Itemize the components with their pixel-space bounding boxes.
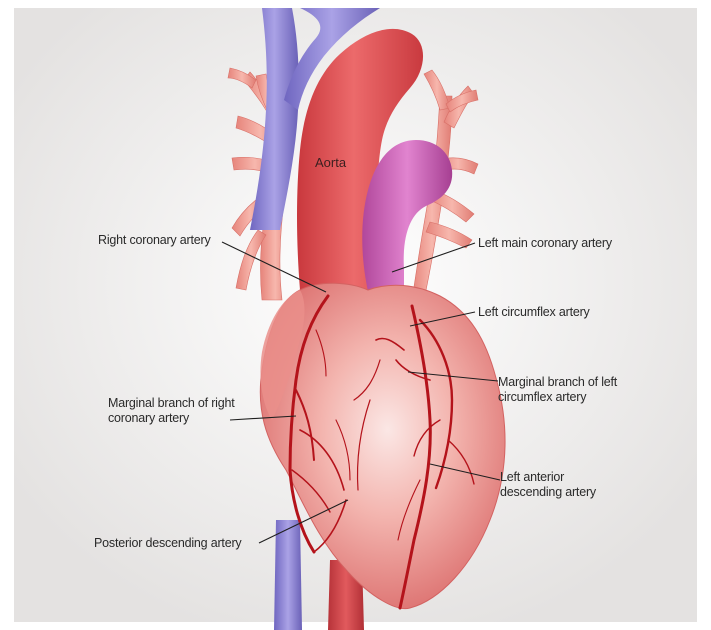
posterior-descending-artery-label: Posterior descending artery bbox=[94, 536, 241, 551]
left-circumflex-artery-label: Left circumflex artery bbox=[478, 305, 590, 320]
marginal-branch-right-label: Marginal branch of right coronary artery bbox=[108, 396, 236, 426]
marginal-branch-left-label: Marginal branch of left circumflex arter… bbox=[498, 375, 648, 405]
left-main-coronary-artery-label: Left main coronary artery bbox=[478, 236, 612, 251]
aorta-label: Aorta bbox=[315, 155, 346, 170]
inferior-vena-cava bbox=[274, 520, 302, 630]
right-coronary-artery-label: Right coronary artery bbox=[98, 233, 211, 248]
left-anterior-descending-label: Left anterior descending artery bbox=[500, 470, 616, 500]
